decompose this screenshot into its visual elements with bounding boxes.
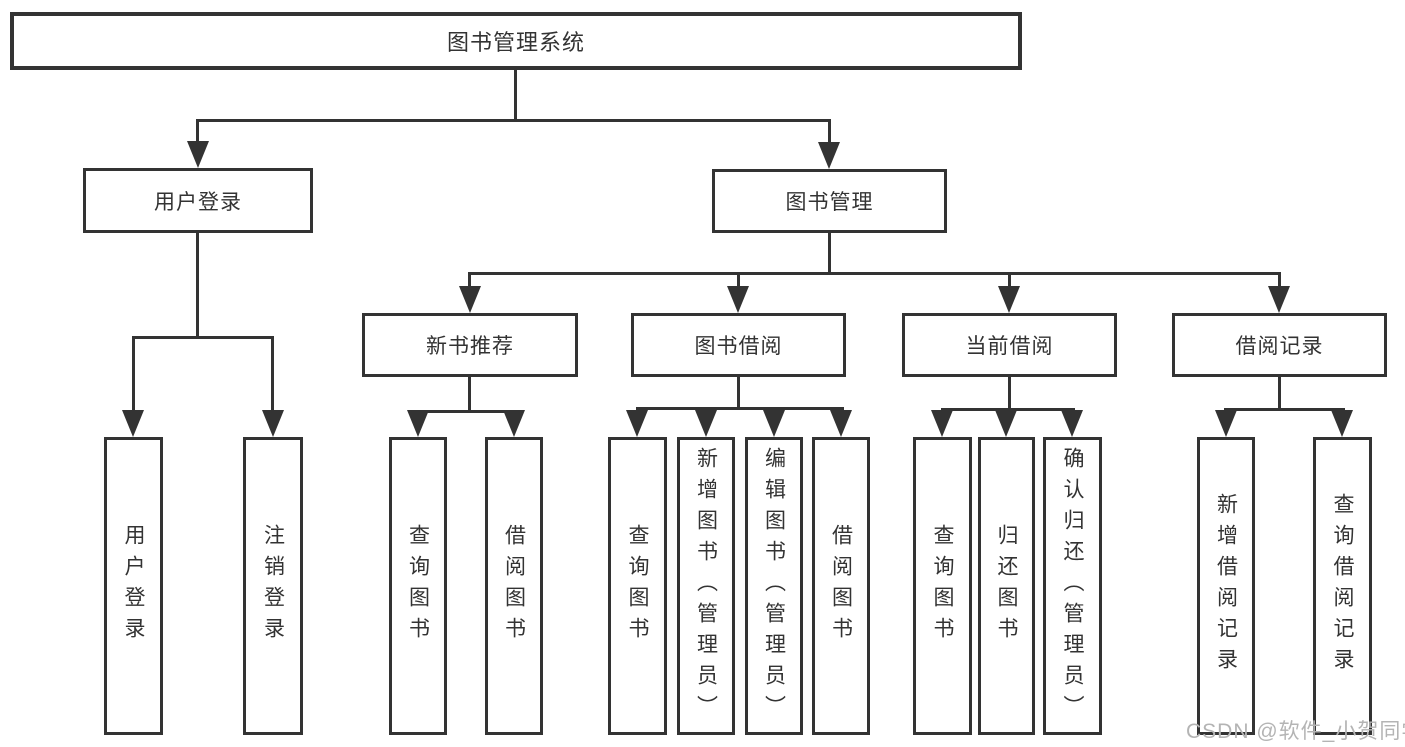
leaf-records-add-record: 新增借阅记录 bbox=[1197, 437, 1255, 735]
connector-drop-leaf-logout bbox=[271, 336, 274, 412]
leaf-current-query-books: 查询图书 bbox=[913, 437, 972, 735]
node-current-borrow: 当前借阅 bbox=[902, 313, 1117, 377]
connector-root-trunk bbox=[514, 70, 517, 119]
node-book-management: 图书管理 bbox=[712, 169, 947, 233]
leaf-current-return-books: 归还图书 bbox=[978, 437, 1035, 735]
leaf-current-confirm-return-admin: 确认归还（管理员） bbox=[1043, 437, 1102, 735]
leaf-recommend-query-books-label: 查询图书 bbox=[406, 524, 430, 648]
arrowhead-borrow-edit bbox=[763, 410, 785, 437]
connector-current-trunk bbox=[1008, 377, 1011, 408]
connector-drop-borrow-records bbox=[1278, 275, 1281, 288]
node-root-label: 图书管理系统 bbox=[446, 30, 585, 55]
leaf-recommend-borrow-books: 借阅图书 bbox=[485, 437, 543, 735]
arrowhead-records-query bbox=[1331, 410, 1353, 437]
connector-borrow-trunk bbox=[737, 377, 740, 407]
connector-root-crossbar bbox=[197, 119, 831, 122]
leaf-records-add-record-label: 新增借阅记录 bbox=[1214, 493, 1238, 679]
connector-drop-book-management bbox=[828, 119, 831, 143]
connector-recommend-trunk bbox=[468, 377, 471, 410]
node-current-borrow-label: 当前借阅 bbox=[965, 335, 1054, 358]
connector-records-trunk bbox=[1278, 377, 1281, 408]
connector-drop-leaf-user-login bbox=[132, 336, 135, 412]
connector-drop-new-book-recommend bbox=[468, 275, 471, 288]
leaf-borrow-edit-books-admin-label: 编辑图书（管理员） bbox=[762, 446, 786, 726]
arrowhead-borrow-borrow bbox=[830, 410, 852, 437]
leaf-user-login: 用户登录 bbox=[104, 437, 163, 735]
node-new-book-recommend: 新书推荐 bbox=[362, 313, 578, 377]
connector-user-login-crossbar bbox=[132, 336, 274, 339]
arrowhead-current-query bbox=[931, 410, 953, 437]
arrowhead-current-confirm bbox=[1061, 410, 1083, 437]
watermark: CSDN @软件_小贺同学 bbox=[1186, 720, 1405, 743]
arrowhead-new-book-recommend bbox=[459, 286, 481, 313]
connector-borrow-crossbar bbox=[636, 407, 844, 410]
connector-user-login-trunk bbox=[196, 233, 199, 336]
arrowhead-recommend-query bbox=[407, 410, 429, 437]
arrowhead-records-add bbox=[1215, 410, 1237, 437]
leaf-borrow-edit-books-admin: 编辑图书（管理员） bbox=[745, 437, 803, 735]
node-book-management-label: 图书管理 bbox=[785, 191, 874, 214]
leaf-borrow-query-books: 查询图书 bbox=[608, 437, 667, 735]
leaf-logout-label: 注销登录 bbox=[261, 524, 285, 648]
node-borrow-records: 借阅记录 bbox=[1172, 313, 1387, 377]
leaf-recommend-query-books: 查询图书 bbox=[389, 437, 447, 735]
arrowhead-borrow-add bbox=[695, 410, 717, 437]
node-new-book-recommend-label: 新书推荐 bbox=[426, 335, 514, 358]
leaf-current-return-books-label: 归还图书 bbox=[995, 524, 1018, 648]
node-user-login: 用户登录 bbox=[83, 168, 313, 233]
node-root: 图书管理系统 bbox=[10, 12, 1022, 70]
connector-drop-book-borrow bbox=[737, 275, 740, 288]
leaf-borrow-borrow-books: 借阅图书 bbox=[812, 437, 870, 735]
leaf-borrow-borrow-books-label: 借阅图书 bbox=[829, 524, 853, 648]
arrowhead-user-login bbox=[187, 141, 209, 168]
connector-current-crossbar bbox=[941, 408, 1075, 411]
node-book-borrow-label: 图书借阅 bbox=[694, 335, 783, 358]
node-user-login-label: 用户登录 bbox=[154, 190, 242, 214]
arrowhead-leaf-user-login bbox=[122, 410, 144, 437]
arrowhead-recommend-borrow bbox=[503, 410, 525, 437]
leaf-records-query-record: 查询借阅记录 bbox=[1313, 437, 1372, 735]
leaf-current-confirm-return-admin-label: 确认归还（管理员） bbox=[1061, 446, 1084, 726]
arrowhead-book-borrow bbox=[727, 286, 749, 313]
connector-recommend-crossbar bbox=[416, 410, 516, 413]
connector-drop-current-borrow bbox=[1008, 275, 1011, 288]
arrowhead-leaf-logout bbox=[262, 410, 284, 437]
connector-book-management-trunk bbox=[828, 233, 831, 272]
connector-records-crossbar bbox=[1224, 408, 1345, 411]
leaf-borrow-query-books-label: 查询图书 bbox=[626, 524, 649, 648]
node-borrow-records-label: 借阅记录 bbox=[1235, 335, 1324, 358]
leaf-borrow-add-books-admin-label: 新增图书（管理员） bbox=[694, 446, 718, 726]
arrowhead-current-borrow bbox=[998, 286, 1020, 313]
connector-drop-user-login bbox=[196, 119, 199, 143]
leaf-logout: 注销登录 bbox=[243, 437, 303, 735]
leaf-records-query-record-label: 查询借阅记录 bbox=[1331, 493, 1354, 679]
arrowhead-borrow-records bbox=[1268, 286, 1290, 313]
arrowhead-borrow-query bbox=[626, 410, 648, 437]
connector-book-management-crossbar bbox=[468, 272, 1281, 275]
leaf-user-login-label: 用户登录 bbox=[122, 524, 145, 648]
leaf-borrow-add-books-admin: 新增图书（管理员） bbox=[677, 437, 735, 735]
arrowhead-book-management bbox=[818, 142, 840, 169]
leaf-recommend-borrow-books-label: 借阅图书 bbox=[502, 524, 526, 648]
arrowhead-current-return bbox=[995, 410, 1017, 437]
leaf-current-query-books-label: 查询图书 bbox=[931, 524, 954, 648]
node-book-borrow: 图书借阅 bbox=[631, 313, 846, 377]
